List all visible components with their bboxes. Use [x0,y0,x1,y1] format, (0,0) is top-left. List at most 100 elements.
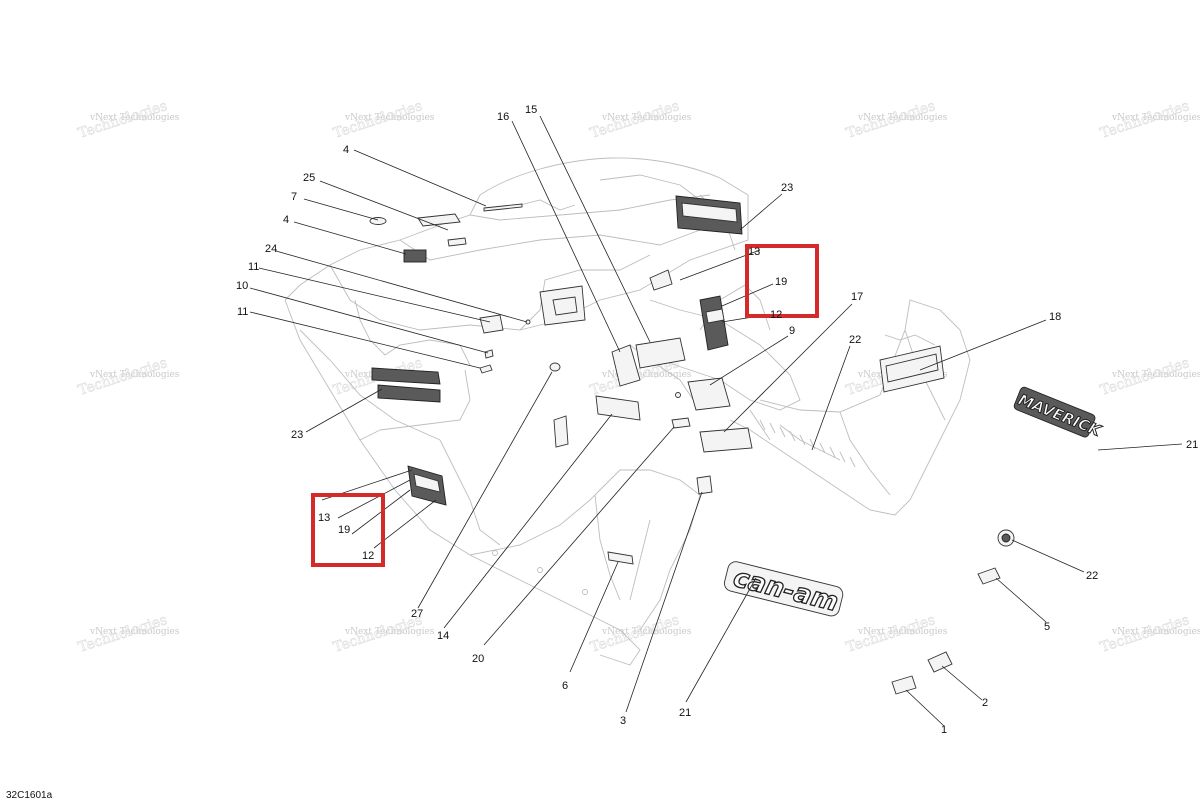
decal-15 [635,337,686,369]
decal-strip-4-top [483,203,523,212]
callout-label[interactable]: 22 [849,334,861,346]
callout-label[interactable]: 17 [851,291,863,303]
decal-small-top [447,237,467,247]
watermark-text: vNext Technologies [1111,627,1200,637]
decal-4-badge [403,249,427,263]
decal-12-top-inner [705,308,725,324]
decal-6-tag [553,415,569,448]
loose-parts: can-am MAVERICK [723,386,1105,695]
brand-decal-side-frame [1013,386,1096,438]
decal-24-inner [552,296,578,316]
decal-3 [696,475,713,495]
watermark-text: vNext Technologies [857,627,948,637]
watermark: vNext Technologies Technologies [1098,355,1200,399]
callout-label[interactable]: 25 [303,172,315,184]
decal-5 [977,567,1001,585]
callout-label[interactable]: 13 [318,512,330,524]
decal-1 [891,675,917,695]
brand-decal-text: can-am [730,563,841,618]
round-emblem-22-center [1001,533,1011,543]
watermark: vNext Technologies Technologies [76,612,180,656]
watermark-text: vNext Technologies [344,627,435,637]
decal-17 [699,427,753,453]
decal-10-small [484,349,494,359]
watermark-text: vNext Technologies [1111,113,1200,123]
callout-label[interactable]: 7 [291,191,297,203]
brand-decal-can-am: can-am [723,561,844,619]
brand-decal-frame [723,561,844,617]
watermark-text: vNext Technologies [344,113,435,123]
callout-label[interactable]: 5 [1044,621,1050,633]
decal-6-lower [607,551,634,565]
watermark-text: vNext Technologies [857,113,948,123]
callout-label[interactable]: 19 [338,524,350,536]
decal-11-stripe [371,367,441,385]
callout-label[interactable]: 12 [362,550,374,562]
decal-23-text-band [681,202,738,223]
callout-label[interactable]: 3 [620,715,626,727]
callout-label[interactable]: 4 [343,144,349,156]
decal-23-stripe [377,384,441,403]
watermark-text: vNext Technologies [601,113,692,123]
callout-label[interactable]: 19 [775,276,787,288]
watermark: vNext Technologies Technologies [1098,612,1200,656]
decal-19-top [649,269,673,291]
watermark: vNext Technologies Technologies [844,98,948,142]
decal-12-top-stack [699,295,729,351]
brand-decal-side: MAVERICK [1013,386,1105,441]
callout-label[interactable]: 15 [525,104,537,116]
callout-label[interactable]: 13 [748,246,760,258]
decals [369,195,945,565]
decal-stack-inner [413,473,441,493]
callout-label[interactable]: 2 [982,697,988,709]
callout-label[interactable]: 16 [497,111,509,123]
watermark-text: vNext Technologies [89,627,180,637]
callout-label[interactable]: 24 [265,243,277,255]
callout-label[interactable]: 6 [562,680,568,692]
decal-11-small [479,364,493,374]
callout-label[interactable]: 22 [1086,570,1098,582]
decal-16 [611,344,641,387]
callout-label[interactable]: 23 [291,429,303,441]
callout-label[interactable]: 14 [437,630,449,642]
decal-14 [595,395,641,421]
callout-label[interactable]: 20 [472,653,484,665]
callout-label[interactable]: 23 [781,182,793,194]
callout-label[interactable]: 18 [1049,311,1061,323]
callout-label[interactable]: 4 [283,214,289,226]
callout-label[interactable]: 27 [411,608,423,620]
reference-code: 32C1601a [6,790,53,801]
callout-label[interactable]: 1 [941,724,947,736]
callout-label[interactable]: 12 [770,309,782,321]
callout-label[interactable]: 21 [679,707,691,719]
callout-label[interactable]: 11 [248,261,259,273]
fastener-9 [675,392,681,398]
watermark: vNext Technologies Technologies [331,98,435,142]
watermark-text: vNext Technologies [601,370,692,380]
decal-25 [417,213,461,227]
decal-27-circle [549,362,561,372]
callout-label[interactable]: 21 [1186,439,1198,451]
watermark: vNext Technologies Technologies [588,98,692,142]
watermark: vNext Technologies Technologies [76,98,180,142]
highlight-box-top [745,244,819,318]
decal-2 [927,651,953,673]
decal-20 [671,417,691,429]
decal-9 [687,377,731,411]
callout-label[interactable]: 9 [789,325,795,337]
watermark: vNext Technologies Technologies [1098,98,1200,142]
decal-10 [479,314,504,334]
decal-18-inner [885,353,939,383]
callout-label[interactable]: 11 [237,306,248,318]
watermark: vNext Technologies Technologies [76,355,180,399]
watermark: vNext Technologies Technologies [588,612,692,656]
highlight-box-bottom [311,493,385,567]
callouts: 1 2 3 4 4 5 6 7 9 10 11 11 12 12 13 13 1… [236,104,1198,736]
leader-lines [249,115,1183,727]
callout-label[interactable]: 10 [236,280,248,292]
watermark: vNext Technologies Technologies [844,612,948,656]
watermark-text: vNext Technologies [601,627,692,637]
watermark-text: vNext Technologies [89,113,180,123]
